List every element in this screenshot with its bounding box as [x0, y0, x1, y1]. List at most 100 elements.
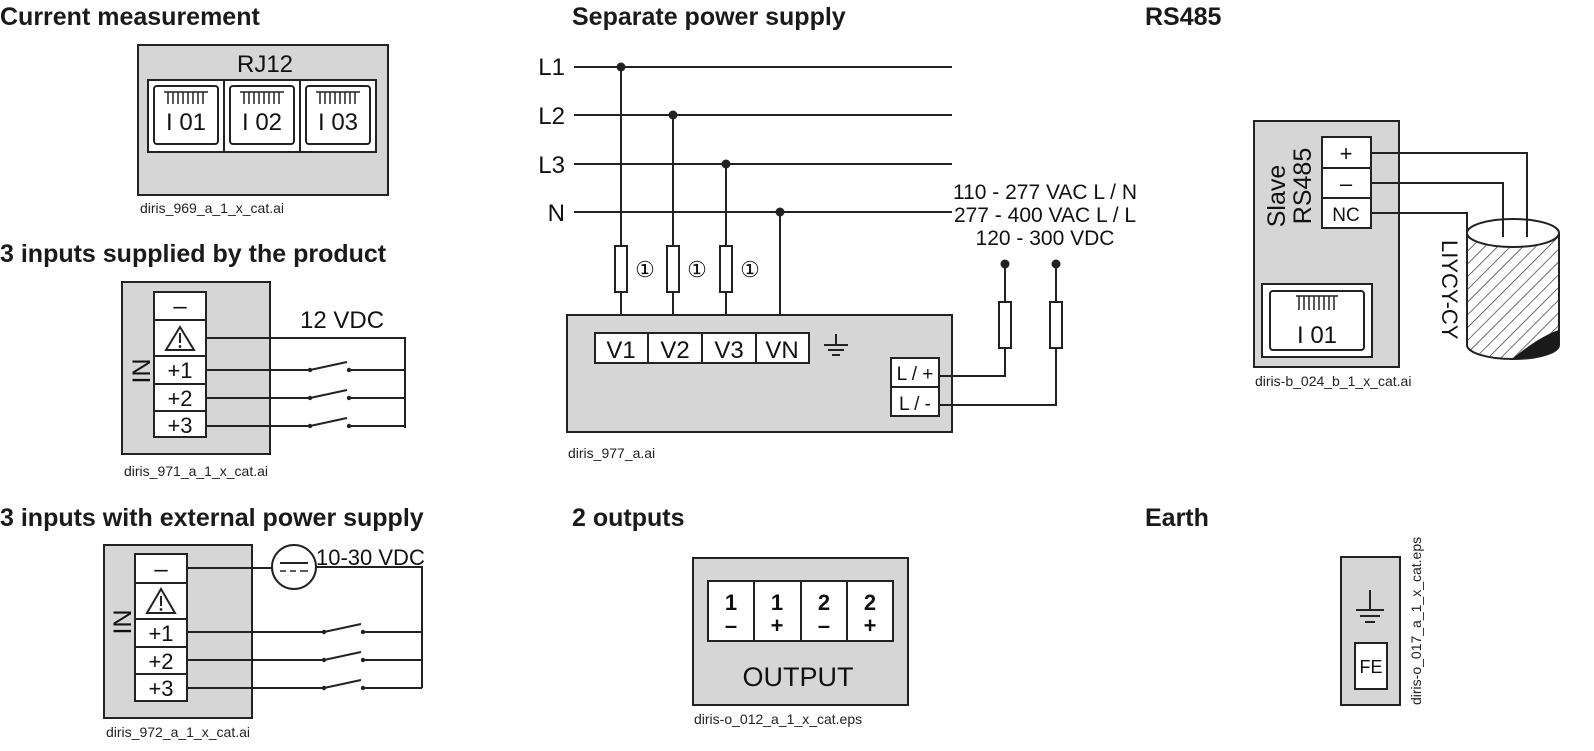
- dc-source-icon: [271, 544, 317, 590]
- terminal-minus: –: [173, 293, 187, 320]
- svg-text:–: –: [818, 613, 830, 638]
- supply-terminal-block: L / + L / -: [890, 357, 940, 417]
- supply-wiring: [939, 259, 1063, 406]
- phase-lines: L1 L2 L3 N: [538, 54, 952, 227]
- inputs-external-filename: diris_972_a_1_x_cat.ai: [106, 724, 250, 740]
- svg-text:1: 1: [771, 590, 783, 615]
- supply-ratings: 110 - 277 VAC L / N 277 - 400 VAC L / L …: [953, 181, 1137, 250]
- terminal-plus2-ext: +2: [148, 649, 173, 674]
- rs485-section: RS485 Slave RS485 + – NC I 01 LIYCY-CY: [1145, 3, 1560, 389]
- inputs-product-title: 3 inputs supplied by the product: [0, 240, 387, 268]
- rs485-terminal-block: + – NC: [1321, 136, 1372, 229]
- fe-terminal: [1354, 642, 1388, 690]
- line-n-label: N: [548, 200, 565, 227]
- terminal-minus-ext: –: [154, 556, 168, 583]
- terminal-l-plus: L / +: [897, 364, 934, 385]
- output-terminal-2-minus: 2 –: [818, 590, 830, 638]
- svg-text:1: 1: [725, 590, 737, 615]
- ground-icon: [824, 334, 848, 356]
- current-measurement-section: Current measurement RJ12 I 01 I 02 I 03 …: [0, 3, 389, 216]
- rj12-port-i02: I 02: [229, 80, 301, 152]
- inputs-external-wiring: [187, 566, 423, 691]
- fuse-marker-3: ①: [740, 257, 760, 282]
- port-label-i02: I 02: [242, 109, 282, 136]
- current-measurement-title: Current measurement: [0, 3, 260, 31]
- outputs-filename: diris-o_012_a_1_x_cat.eps: [694, 711, 862, 727]
- output-terminal-1-minus: 1 –: [725, 590, 737, 638]
- current-measurement-filename: diris_969_a_1_x_cat.ai: [140, 200, 284, 216]
- rs485-terminal-plus: +: [1340, 141, 1353, 166]
- line-l1-label: L1: [538, 54, 565, 81]
- rj-port-icon: I 01: [1261, 283, 1373, 358]
- warning-icon: [145, 587, 177, 614]
- output-label: OUTPUT: [743, 662, 854, 692]
- outputs-title: 2 outputs: [572, 504, 685, 532]
- terminal-l-minus: L / -: [899, 394, 931, 415]
- output-terminal-2-plus: 2 +: [864, 590, 877, 638]
- earth-section: Earth FE diris-o_017_a_1_x_cat.eps: [1145, 504, 1424, 706]
- rs485-terminal-minus: –: [1340, 171, 1353, 196]
- fe-terminal-label: FE: [1359, 657, 1382, 677]
- separate-power-filename: diris_977_a.ai: [568, 445, 655, 461]
- inputs-product-wiring: [206, 337, 406, 429]
- svg-text:+: +: [864, 613, 877, 638]
- voltage-taps: ① ① ①: [614, 67, 781, 333]
- outputs-section: 2 outputs 1 – 1 + 2 – 2 + OUTPUT diris-o…: [572, 504, 909, 727]
- terminal-plus3: +3: [167, 413, 192, 438]
- earth-title: Earth: [1145, 504, 1209, 532]
- port-label-i01: I 01: [166, 109, 206, 136]
- earth-filename: diris-o_017_a_1_x_cat.eps: [1408, 537, 1424, 705]
- voltage-12vdc-label: 12 VDC: [300, 307, 384, 334]
- rating-line-2: 277 - 400 VAC L / L: [954, 204, 1136, 227]
- svg-text:2: 2: [864, 590, 876, 615]
- terminal-vn: VN: [765, 337, 798, 364]
- svg-text:+: +: [771, 613, 784, 638]
- in-side-label: IN: [128, 359, 156, 384]
- slave-label: Slave: [1263, 165, 1291, 228]
- fuse-supply-1: [998, 301, 1012, 349]
- terminal-plus2: +2: [167, 386, 192, 411]
- fuse-v3: [719, 245, 733, 293]
- in-side-label-ext: IN: [109, 610, 137, 635]
- earth-ground-icon: [1356, 590, 1384, 623]
- rj12-port-i01: I 01: [153, 80, 225, 152]
- voltage-10-30vdc-label: 10-30 VDC: [316, 545, 425, 570]
- inputs-external-section: 3 inputs with external power supply IN –…: [0, 504, 425, 740]
- terminal-v1: V1: [606, 337, 635, 364]
- voltage-terminal-block: V1 V2 V3 VN: [594, 332, 810, 364]
- inputs-product-filename: diris_971_a_1_x_cat.ai: [124, 463, 268, 479]
- inputs-external-title: 3 inputs with external power supply: [0, 504, 424, 532]
- shielded-cable-icon: [1466, 218, 1560, 360]
- warning-icon: [164, 325, 196, 351]
- rating-line-1: 110 - 277 VAC L / N: [953, 181, 1137, 204]
- rs485-wiring: [1371, 152, 1528, 237]
- fuse-v2: [666, 245, 680, 293]
- separate-power-section: Separate power supply L1 L2 L3 N ① ① ①: [538, 3, 1137, 461]
- terminal-v3: V3: [714, 337, 743, 364]
- rs485-terminal-nc: NC: [1332, 205, 1359, 226]
- cable-label: LIYCY-CY: [1437, 240, 1462, 340]
- line-l3-label: L3: [538, 152, 565, 179]
- inputs-product-section: 3 inputs supplied by the product IN – +1…: [0, 240, 406, 479]
- port-label-i03: I 03: [318, 109, 358, 136]
- rs485-port-label: I 01: [1297, 322, 1337, 349]
- rs485-filename: diris-b_024_b_1_x_cat.ai: [1255, 373, 1411, 389]
- rs485-side-label: RS485: [1289, 148, 1317, 224]
- inputs-product-terminal-block: – +1 +2 +3: [153, 291, 207, 438]
- fuse-marker-2: ①: [687, 257, 707, 282]
- rj12-label: RJ12: [237, 51, 293, 78]
- fuse-marker-1: ①: [635, 257, 655, 282]
- fuse-v1: [614, 245, 628, 293]
- terminal-v2: V2: [660, 337, 689, 364]
- svg-text:–: –: [725, 613, 737, 638]
- rj12-port-i03: I 03: [305, 85, 371, 145]
- output-terminal-1-plus: 1 +: [771, 590, 784, 638]
- terminal-plus3-ext: +3: [148, 676, 173, 701]
- rs485-title: RS485: [1145, 3, 1222, 31]
- svg-text:2: 2: [818, 590, 830, 615]
- terminal-plus1-ext: +1: [148, 621, 173, 646]
- fuse-supply-2: [1049, 301, 1063, 349]
- line-l2-label: L2: [538, 103, 565, 130]
- separate-power-title: Separate power supply: [572, 3, 846, 31]
